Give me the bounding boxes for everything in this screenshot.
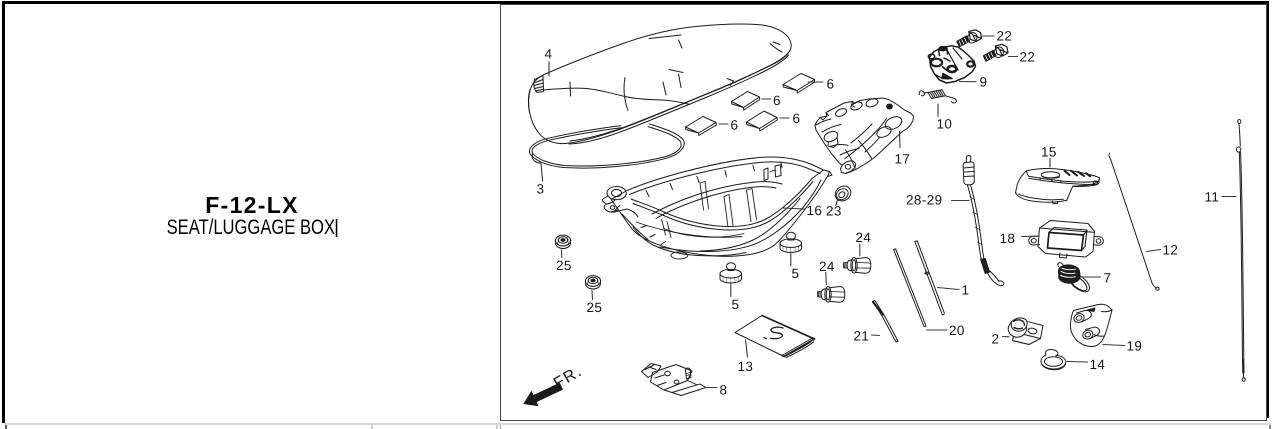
svg-text:FR.: FR. <box>551 363 585 393</box>
svg-text:21: 21 <box>854 329 870 344</box>
svg-text:11: 11 <box>1205 190 1220 205</box>
svg-text:12: 12 <box>1163 243 1179 258</box>
svg-text:1: 1 <box>962 283 970 298</box>
svg-text:6: 6 <box>731 118 739 133</box>
svg-text:16: 16 <box>807 203 823 218</box>
svg-text:5: 5 <box>732 297 740 312</box>
svg-text:18: 18 <box>1000 231 1016 246</box>
svg-text:7: 7 <box>1104 271 1112 286</box>
svg-text:9: 9 <box>980 75 988 90</box>
svg-text:6: 6 <box>827 77 835 92</box>
svg-text:6: 6 <box>773 93 781 108</box>
svg-text:24: 24 <box>856 230 872 245</box>
svg-text:13: 13 <box>738 359 754 374</box>
svg-text:20: 20 <box>949 323 965 338</box>
svg-text:5: 5 <box>792 266 800 281</box>
svg-text:24: 24 <box>819 259 835 274</box>
svg-text:23: 23 <box>826 204 842 219</box>
svg-text:2: 2 <box>992 332 1000 347</box>
svg-text:4: 4 <box>545 47 553 62</box>
svg-text:19: 19 <box>1127 339 1143 354</box>
svg-text:15: 15 <box>1041 145 1057 160</box>
svg-text:10: 10 <box>937 117 953 132</box>
svg-text:25: 25 <box>587 300 603 315</box>
svg-text:6: 6 <box>793 111 801 126</box>
svg-text:3: 3 <box>537 182 545 197</box>
svg-text:17: 17 <box>895 152 911 167</box>
svg-text:22: 22 <box>997 29 1013 44</box>
svg-text:28-29: 28-29 <box>906 193 943 208</box>
svg-text:22: 22 <box>1020 50 1036 65</box>
svg-text:8: 8 <box>720 383 728 398</box>
svg-text:14: 14 <box>1090 357 1106 372</box>
svg-text:25: 25 <box>556 258 572 273</box>
